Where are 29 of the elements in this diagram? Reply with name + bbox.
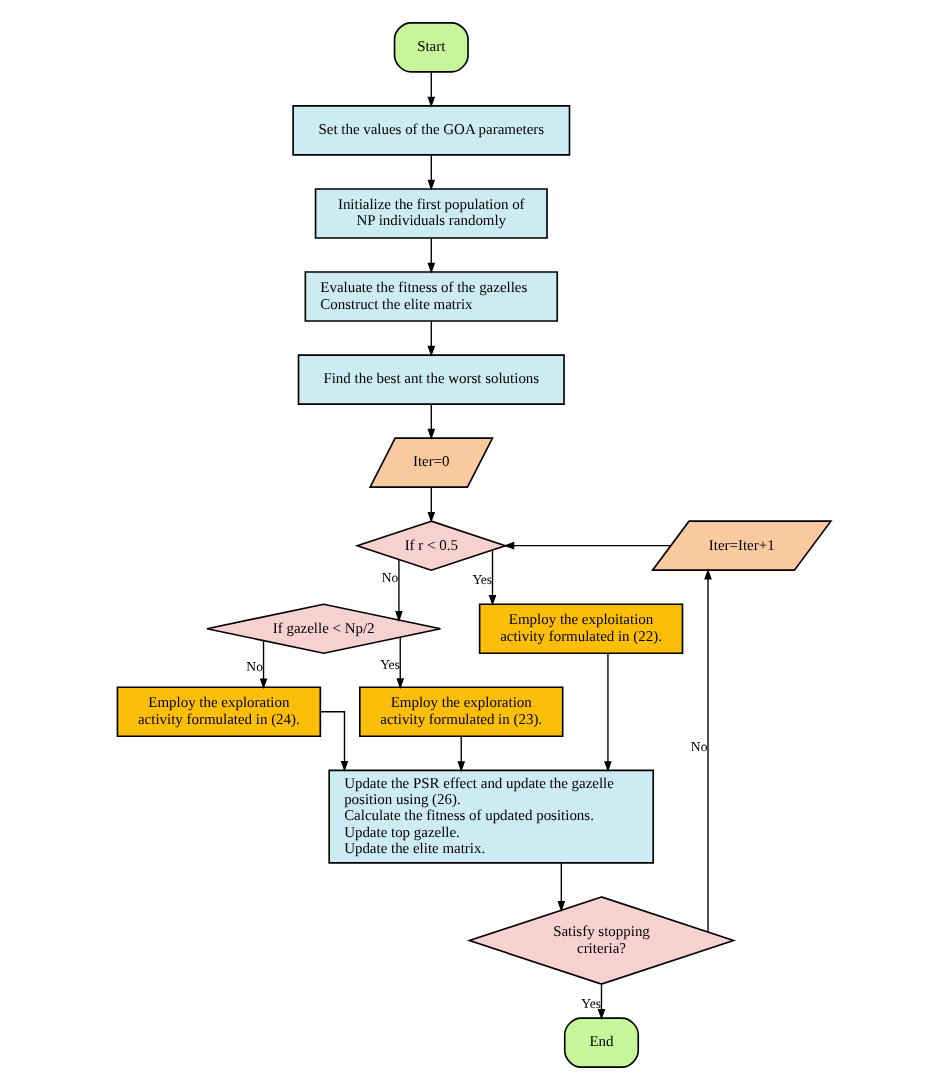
arrow (457, 735, 466, 773)
arrow (395, 559, 403, 622)
node-box: Update the PSR effect and update the gazelle position using (26). Calculate the fitness of updated positions. Update top gazelle. Update the elite matrix. (328, 769, 655, 864)
node-diamond: Satisfy stopping criteria? (466, 896, 737, 985)
arrow (427, 154, 436, 191)
node-diamond: If gazelle < Np/2 (206, 603, 442, 655)
node-box: Start (393, 22, 469, 73)
node-box: Set the values of the GOA parameters (292, 105, 571, 156)
node-box: Employ the exploration activity formulated in (23). (359, 686, 564, 738)
arrow (557, 862, 566, 912)
arrow (427, 71, 436, 108)
node-box: Evaluate the fitness of the gazelles Construct the elite matrix (304, 271, 559, 322)
arrow (704, 568, 712, 933)
arrow (427, 237, 436, 274)
node-diamond: If r < 0.5 (354, 520, 508, 572)
arrow (259, 639, 268, 690)
node-box: Employ the exploitation activity formulated in (22). (478, 603, 684, 655)
node-box: Find the best ant the worst solutions (297, 354, 565, 405)
arrow (488, 549, 497, 606)
node-box: End (563, 1017, 640, 1068)
arrow (396, 636, 405, 690)
arrow (604, 652, 612, 773)
arrow (427, 403, 436, 440)
node-box: Initialize the first population of NP individuals randomly (314, 188, 548, 239)
arrow (503, 541, 672, 550)
arrow (597, 983, 606, 1020)
node-box: Employ the exploration activity formulated in (24). (116, 686, 322, 738)
arrow (427, 486, 436, 523)
arrow (427, 320, 436, 357)
